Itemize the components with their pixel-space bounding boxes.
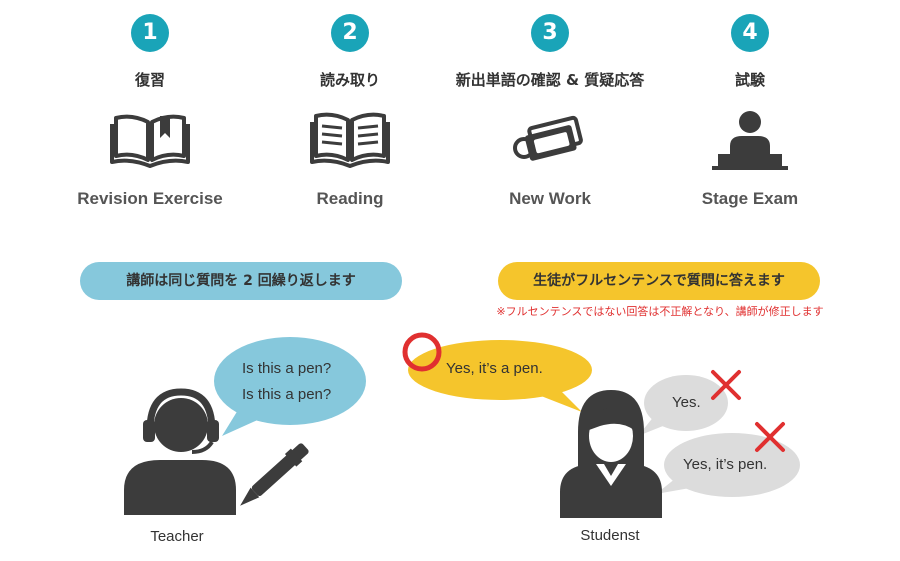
student-instruction-pill: 生徒がフルセンテンスで質問に答えます bbox=[498, 262, 820, 300]
step-title-jp: 読み取り bbox=[319, 71, 380, 89]
correct-answer-bubble bbox=[408, 340, 592, 412]
open-book-icon bbox=[110, 114, 190, 168]
teacher-label: Teacher bbox=[150, 528, 204, 545]
step-2: 2 読み取り Reading bbox=[235, 14, 465, 214]
teacher-icon bbox=[124, 388, 236, 515]
book-text-icon bbox=[310, 112, 390, 168]
correction-note: ※フルセンテンスではない回答は不正解となり、講師が修正します bbox=[496, 305, 824, 318]
step-3: 3 新出単語の確認 & 質疑応答 New Work bbox=[435, 14, 665, 214]
correct-circle-mark bbox=[402, 332, 442, 372]
wrong-answer-text-1: Yes. bbox=[672, 394, 701, 411]
step-title-jp: 新出単語の確認 & 質疑応答 bbox=[455, 71, 645, 89]
wrong-answer-text-2: Yes, it’s pen. bbox=[683, 456, 768, 473]
step-number-badge: 2 bbox=[331, 14, 369, 52]
step-number-badge: 3 bbox=[531, 14, 569, 52]
teacher-question-2: Is this a pen? bbox=[242, 386, 332, 403]
step-title-en: New Work bbox=[509, 189, 591, 208]
wrong-answer-bubble-2 bbox=[656, 433, 800, 497]
wrong-cross-mark-1 bbox=[711, 370, 741, 400]
step-title-jp: 復習 bbox=[134, 71, 165, 89]
student-icon bbox=[560, 390, 662, 518]
step-title-en: Revision Exercise bbox=[77, 189, 223, 208]
student-label: Studenst bbox=[580, 527, 640, 544]
teacher-speech-bubble bbox=[214, 337, 366, 436]
step-title-en: Stage Exam bbox=[701, 189, 799, 208]
teacher-question-1: Is this a pen? bbox=[242, 360, 332, 377]
wrong-answer-bubble-1 bbox=[638, 375, 728, 436]
wrong-cross-mark-2 bbox=[755, 422, 785, 452]
step-title-en: Reading bbox=[316, 189, 384, 208]
exam-desk-icon bbox=[712, 111, 788, 170]
step-title-jp: 試験 bbox=[734, 71, 765, 89]
step-number-badge: 4 bbox=[731, 14, 769, 52]
step-number-badge: 1 bbox=[131, 14, 169, 52]
correct-answer-text: Yes, it’s a pen. bbox=[446, 360, 543, 377]
step-1: 1 復習 Revision Exercise bbox=[35, 14, 265, 214]
teacher-instruction-pill: 講師は同じ質問を 2 回繰り返します bbox=[80, 262, 402, 300]
step-4: 4 試験 Stage Exam bbox=[635, 14, 865, 214]
pen-icon bbox=[240, 443, 309, 506]
word-cards-icon bbox=[513, 115, 583, 161]
